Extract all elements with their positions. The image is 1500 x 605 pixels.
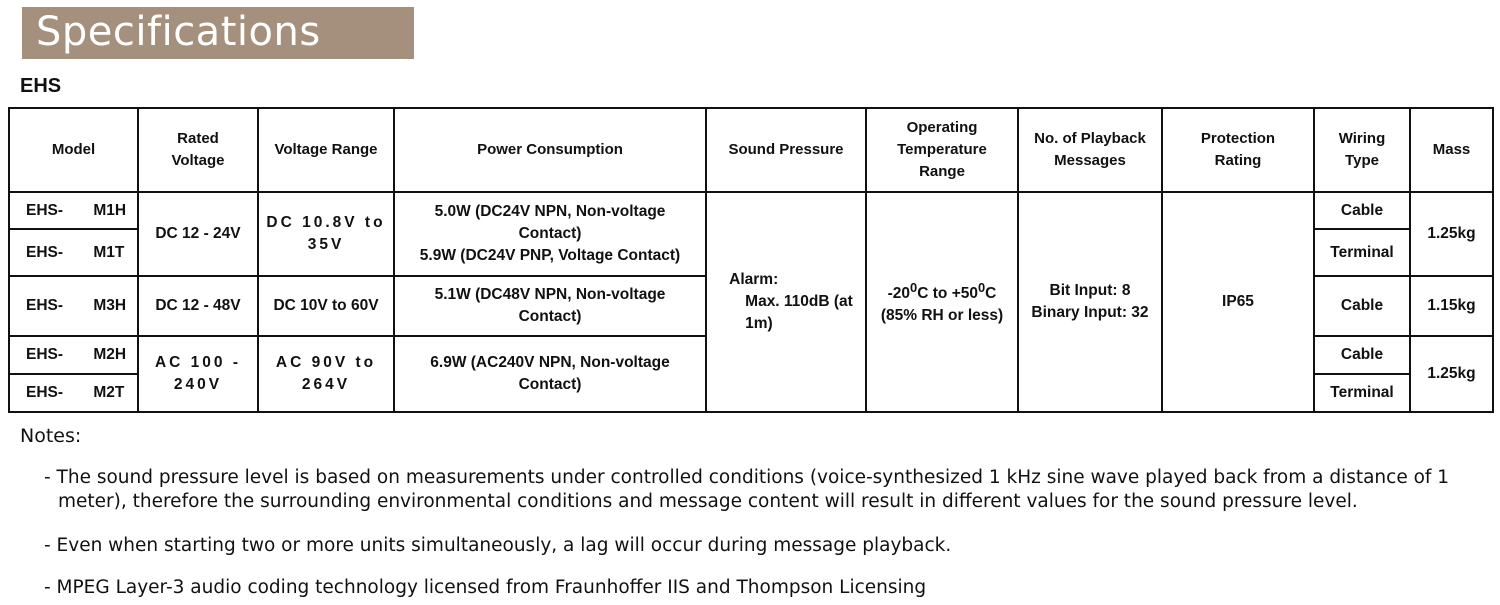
wiring-type-cell: Cable: [1313, 335, 1411, 375]
rated-voltage-cell: AC 100 - 240V: [137, 335, 259, 413]
wiring-type-cell: Terminal: [1313, 373, 1411, 413]
model-cell: EHS- M3H: [8, 275, 139, 337]
wiring-type-cell: Cable: [1313, 191, 1411, 230]
temperature-cell: -200C to +500C (85% RH or less): [865, 191, 1019, 413]
voltage-range-cell: DC 10.8V to 35V: [257, 191, 395, 277]
protection-rating-cell: IP65: [1161, 191, 1315, 413]
series-heading: EHS: [20, 75, 62, 97]
table-row: EHS- M3H DC 12 - 48V DC 10V to 60V 5.1W …: [8, 275, 1494, 337]
col-mass: Mass: [1409, 107, 1494, 193]
mass-cell: 1.25kg: [1409, 191, 1494, 277]
table-row: EHS- M2H AC 100 - 240V AC 90V to 264V 6.…: [8, 335, 1494, 413]
rated-voltage-cell: DC 12 - 24V: [137, 191, 259, 277]
col-voltage-range: Voltage Range: [257, 107, 395, 193]
voltage-range-cell: DC 10V to 60V: [257, 275, 395, 337]
rated-voltage-cell: DC 12 - 48V: [137, 275, 259, 337]
mass-cell: 1.15kg: [1409, 275, 1494, 337]
model-cell: EHS- M2H: [8, 335, 139, 375]
sound-pressure-cell: Alarm: Max. 110dB (at 1m): [705, 191, 867, 413]
wiring-type-cell: Terminal: [1313, 228, 1411, 277]
note-item: - Even when starting two or more units s…: [44, 535, 952, 556]
note-item: - The sound pressure level is based on m…: [44, 467, 1450, 512]
table-row: EHS- M1T Terminal: [8, 228, 1493, 277]
page-title: Specifications: [22, 7, 414, 59]
col-model: Model: [8, 107, 139, 193]
note-item: - MPEG Layer-3 audio coding technology l…: [44, 577, 927, 598]
model-cell: EHS- M1H: [8, 191, 139, 230]
voltage-range-cell: AC 90V to 264V: [257, 335, 395, 413]
col-power-consumption: Power Consumption: [393, 107, 707, 193]
model-cell: EHS- M2T: [8, 373, 139, 413]
mass-cell: 1.25kg: [1409, 335, 1494, 413]
table-row: EHS- M2T Terminal: [8, 373, 1493, 413]
col-sound-pressure: Sound Pressure: [705, 107, 867, 193]
notes-list: - The sound pressure level is based on m…: [44, 466, 1484, 605]
notes-title: Notes:: [20, 425, 82, 447]
table-row: EHS- M1H DC 12 - 24V DC 10.8V to 35V 5.0…: [8, 191, 1494, 413]
model-cell: EHS- M1T: [8, 228, 139, 277]
wiring-type-cell: Cable: [1313, 275, 1411, 337]
